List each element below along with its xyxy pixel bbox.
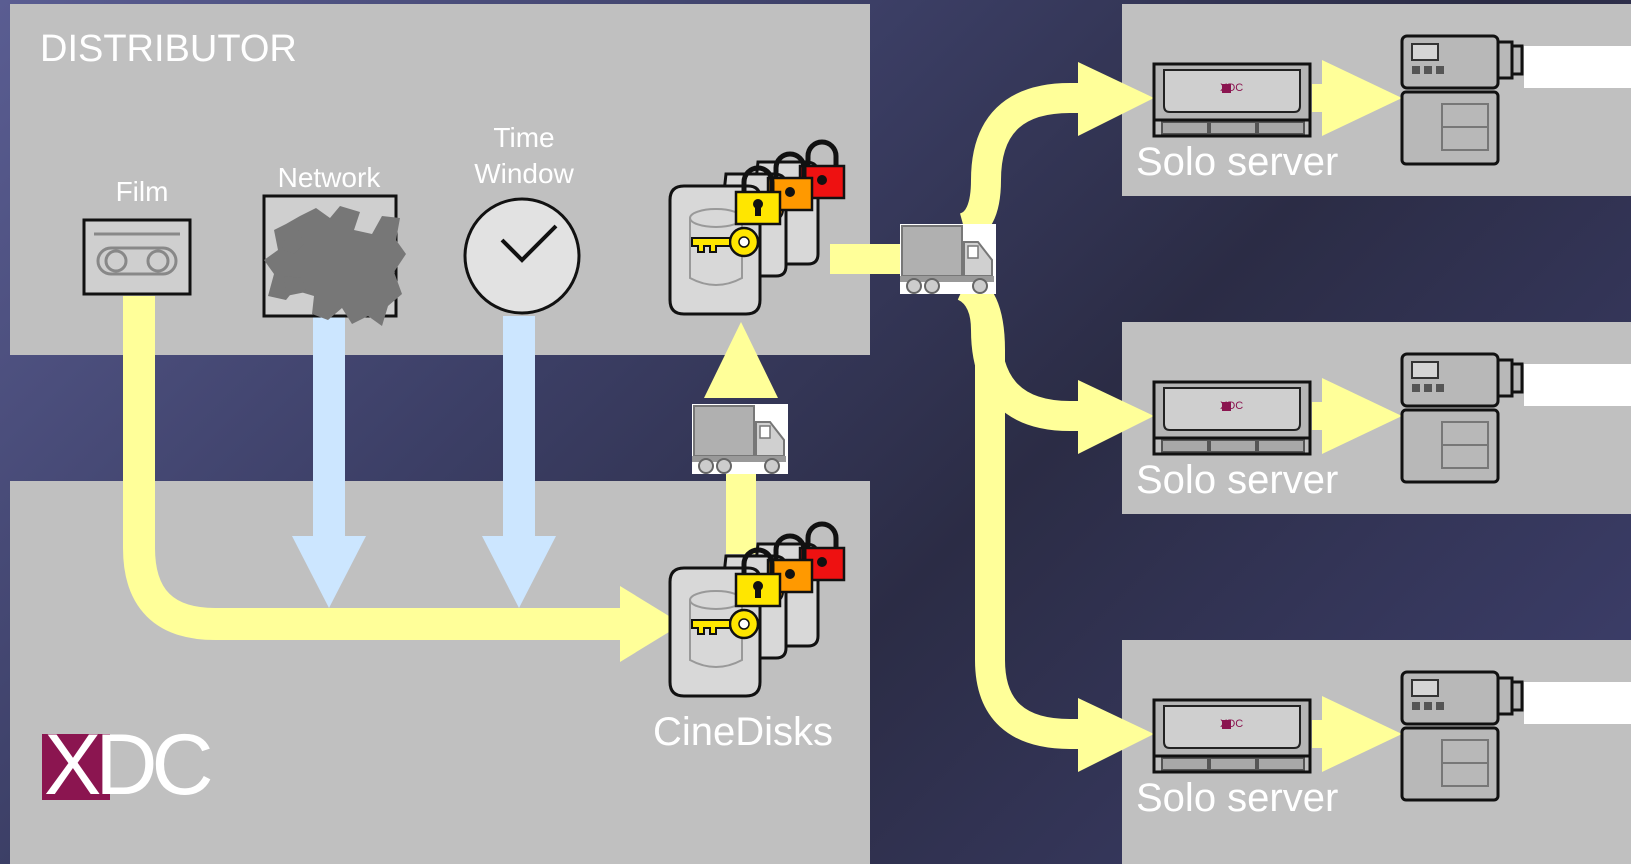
solo-server-icon-1 [1152, 62, 1312, 138]
solo-server-icon-3 [1152, 698, 1312, 774]
solo-server-label-3: Solo server [1136, 776, 1339, 820]
network-arrow [292, 316, 366, 608]
projector-icon-3 [1400, 670, 1524, 802]
solo-server-badge-2: XDC [1220, 400, 1244, 412]
solo-server-label-2: Solo server [1136, 458, 1339, 502]
screen-3 [1524, 682, 1631, 724]
solo-server-icon-2 [1152, 380, 1312, 456]
delivery-truck-icon [899, 223, 997, 295]
cinedisks-label: CineDisks [652, 710, 834, 754]
distributor-title: DISTRIBUTOR [40, 28, 297, 70]
solo-server-badge-1: XDC [1220, 82, 1244, 94]
time-window-arrow [482, 316, 556, 608]
film-label: Film [115, 176, 169, 207]
film-flow-arrow [123, 296, 630, 640]
time-window-label: Time Window [474, 122, 574, 189]
clock-icon [463, 197, 581, 315]
projector-icon-1 [1400, 34, 1524, 166]
xdc-logo-text: XDC [44, 717, 214, 813]
europe-map-icon [262, 194, 406, 326]
truck-icon [691, 403, 789, 475]
projector-icon-2 [1400, 352, 1524, 484]
screen-2 [1524, 364, 1631, 406]
network-label: Network [277, 162, 381, 193]
cinedisk-icon [670, 524, 844, 696]
solo-server-label-1: Solo server [1136, 140, 1339, 184]
xdc-logo-mark [42, 734, 110, 800]
screen-1 [1524, 46, 1631, 88]
solo-server-badge-3: XDC [1220, 718, 1244, 730]
distributor-cinedisk-icon [670, 142, 844, 314]
film-cassette-icon [82, 218, 192, 296]
